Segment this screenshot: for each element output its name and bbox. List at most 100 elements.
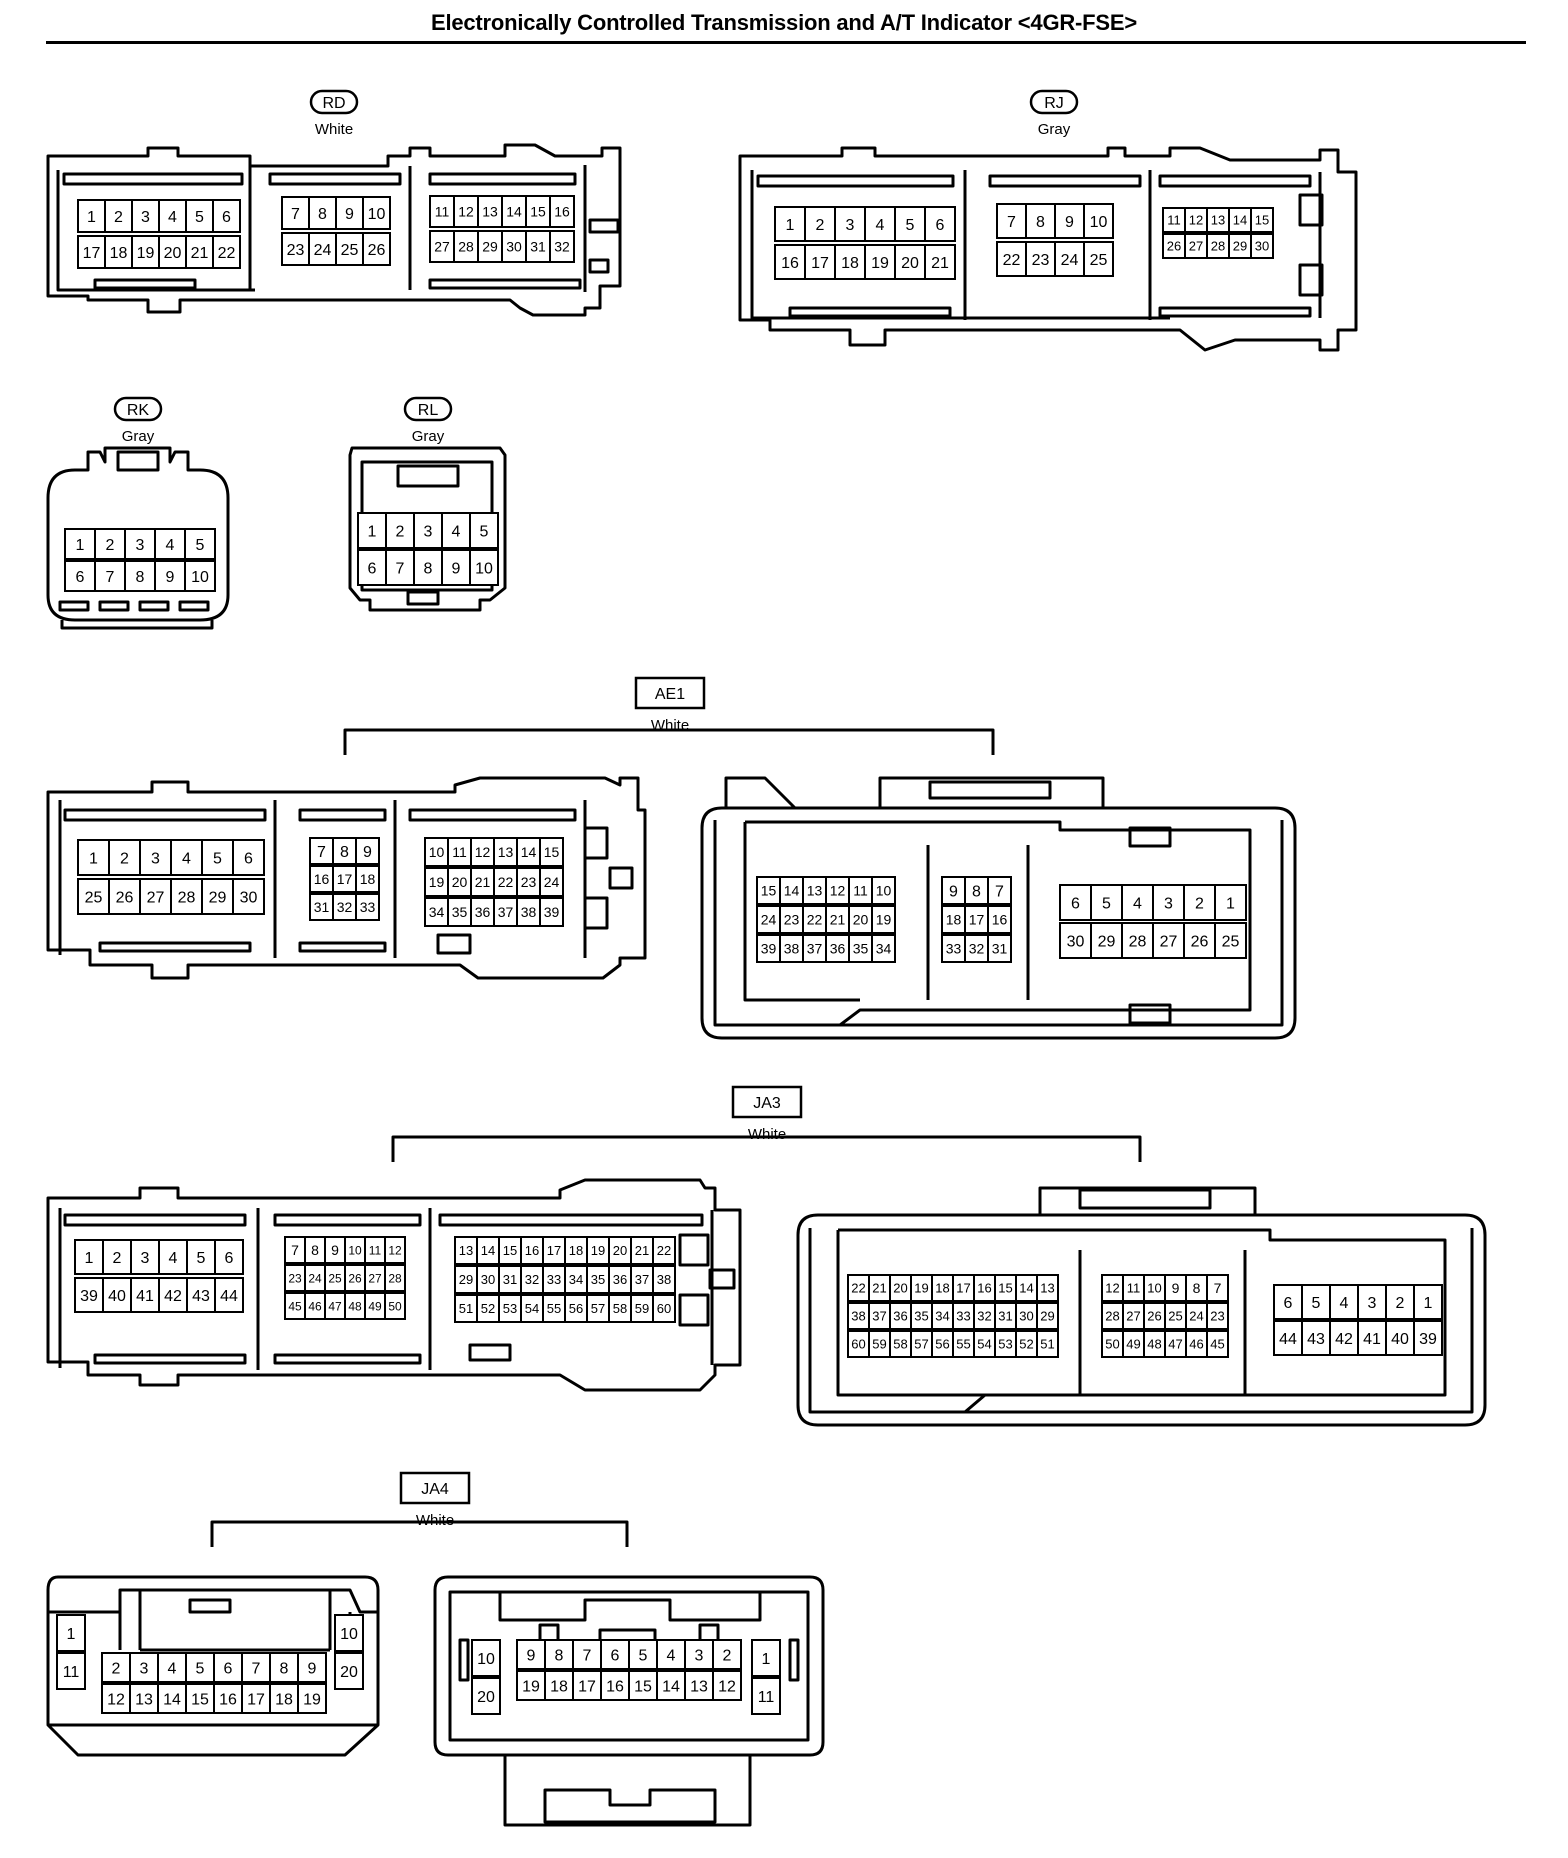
pin-cell: 41 (130, 1277, 160, 1313)
pin-number: 43 (1307, 1331, 1325, 1348)
pin-cell: 7 (385, 549, 415, 586)
pin-number: 11 (758, 1689, 775, 1706)
pin-number: 27 (147, 889, 165, 906)
pin-cell: 7 (309, 837, 334, 865)
pin-cell: 47 (1164, 1330, 1187, 1358)
pin-cell: 29 (477, 230, 503, 263)
pin-number: 3 (136, 537, 145, 554)
pin-cell: 27 (139, 878, 172, 915)
pin-number: 4 (182, 850, 191, 867)
pin-cell: 9 (335, 196, 364, 230)
pin-number: 28 (458, 239, 474, 255)
pin-cell: 7 (241, 1652, 271, 1683)
pin-number: 20 (477, 1689, 495, 1706)
pin-number: 6 (611, 1647, 620, 1664)
pin-number: 51 (459, 1301, 473, 1316)
pin-cell: 12 (453, 195, 479, 228)
pin-cell: 5 (185, 199, 214, 233)
pin-number: 58 (613, 1301, 627, 1316)
pin-number: 7 (106, 569, 115, 586)
connector-ae1-code: AE1 (655, 686, 685, 703)
pin-number: 14 (506, 204, 522, 220)
pin-number: 12 (1189, 213, 1203, 228)
pin-number: 19 (522, 1678, 540, 1695)
pin-cell: 9 (355, 837, 380, 865)
pin-cell: 28 (170, 878, 203, 915)
pin-cell: 32 (520, 1265, 544, 1294)
pin-cell: 8 (308, 196, 337, 230)
pin-number: 10 (348, 1243, 362, 1257)
pin-number: 13 (1040, 1281, 1054, 1296)
connector-ja4-left-housing (46, 1575, 380, 1757)
pin-number: 3 (1368, 1295, 1377, 1312)
pin-number: 35 (591, 1272, 605, 1287)
pin-cell: 35 (910, 1302, 933, 1330)
pin-number: 20 (853, 912, 869, 928)
pin-cell: 34 (871, 934, 896, 963)
pin-number: 11 (1127, 1281, 1141, 1296)
pin-cell: 9 (154, 560, 186, 592)
pin-number: 21 (872, 1281, 886, 1296)
pin-cell: 43 (186, 1277, 216, 1313)
pin-number: 6 (1284, 1295, 1293, 1312)
pin-number: 6 (224, 1660, 233, 1677)
pin-cell: 6 (213, 1652, 243, 1683)
pin-number: 54 (525, 1301, 539, 1316)
pin-cell: 32 (973, 1302, 996, 1330)
pin-number: 56 (935, 1337, 949, 1352)
pin-cell: 23 (1206, 1302, 1229, 1330)
pin-cell: 1 (357, 512, 387, 549)
pin-number: 8 (555, 1647, 564, 1664)
pin-cell: 23 (516, 867, 541, 897)
pin-number: 42 (1335, 1331, 1353, 1348)
pin-cell: 6 (357, 549, 387, 586)
pin-number: 25 (1090, 252, 1108, 269)
pin-number: 25 (1168, 1309, 1182, 1324)
pin-number: 7 (995, 883, 1004, 900)
connector-ja4-right-housing (433, 1575, 825, 1827)
pin-number: 5 (196, 537, 205, 554)
pin-number: 12 (107, 1691, 125, 1708)
pin-cell: 27 (429, 230, 455, 263)
pin-number: 5 (906, 217, 915, 234)
pin-number: 13 (1211, 213, 1225, 228)
pin-cell: 1 (774, 206, 806, 242)
pin-cell: 43 (1301, 1320, 1331, 1356)
pin-number: 36 (893, 1309, 907, 1324)
pin-number: 24 (308, 1271, 322, 1285)
pin-cell: 6 (64, 560, 96, 592)
pin-number: 5 (1102, 895, 1111, 912)
pin-number: 7 (1007, 214, 1016, 231)
pin-number: 22 (807, 912, 823, 928)
pin-cell: 7 (996, 203, 1027, 239)
pin-number: 26 (116, 889, 134, 906)
pin-cell: 11 (429, 195, 455, 228)
pin-cell: 13 (493, 837, 518, 867)
pin-cell: 28 (1101, 1302, 1124, 1330)
title-rule (46, 41, 1526, 44)
pin-cell: 8 (413, 549, 443, 586)
pin-number: 1 (85, 1250, 94, 1267)
pin-number: 2 (113, 1250, 122, 1267)
pin-cell: 25 (335, 232, 364, 266)
pin-cell: 16 (520, 1236, 544, 1265)
pin-cell: 26 (362, 232, 391, 266)
pin-number: 39 (761, 941, 777, 957)
pin-number: 1 (1424, 1295, 1433, 1312)
pin-number: 10 (477, 1651, 495, 1668)
pin-cell: 3 (1152, 884, 1185, 921)
pin-number: 21 (635, 1243, 649, 1258)
pin-cell: 28 (1121, 922, 1154, 959)
pin-number: 9 (452, 560, 461, 577)
pin-number: 41 (136, 1288, 154, 1305)
pin-cell: 11 (447, 837, 472, 867)
pin-number: 60 (657, 1301, 671, 1316)
pin-cell: 58 (889, 1330, 912, 1358)
pin-number: 29 (459, 1272, 473, 1287)
pin-number: 13 (690, 1678, 708, 1695)
pin-number: 5 (196, 1660, 205, 1677)
